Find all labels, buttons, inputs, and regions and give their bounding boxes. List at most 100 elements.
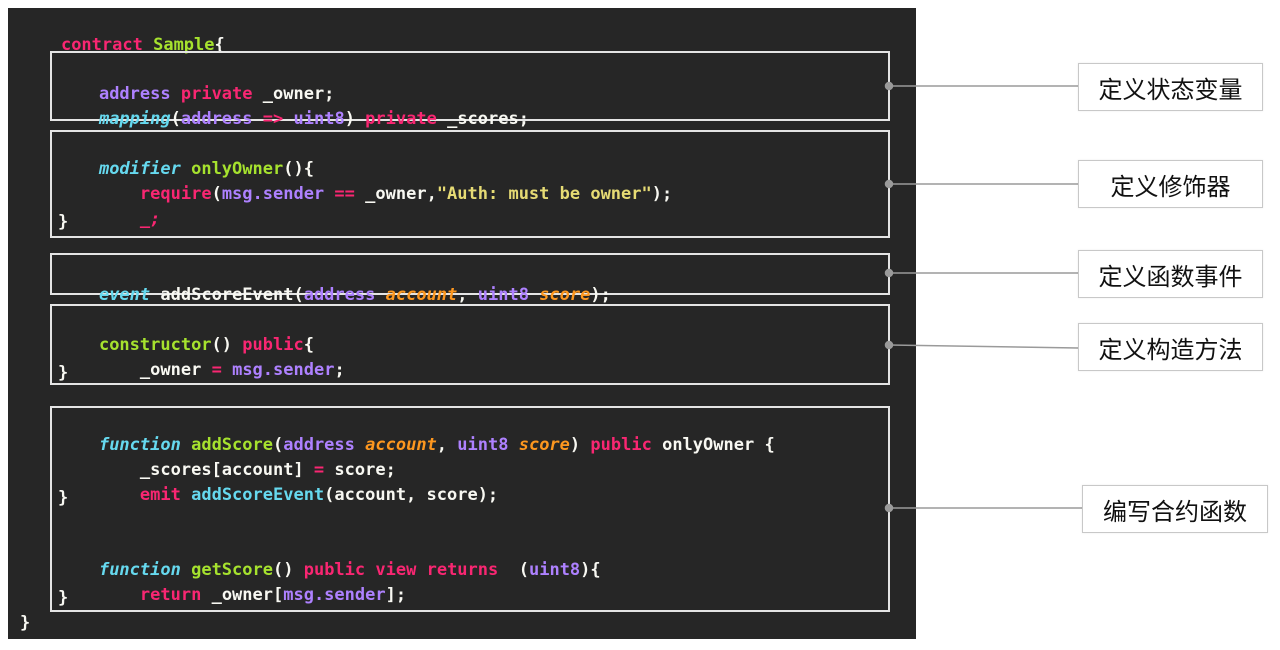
connector-constructor bbox=[888, 344, 1079, 349]
param-account: account bbox=[365, 435, 437, 455]
code-line-owner-assign: _owner = msg.sender; bbox=[58, 337, 345, 403]
keyword-function: function bbox=[98, 560, 181, 580]
paren: ( bbox=[518, 560, 529, 580]
msg-sender: msg.sender bbox=[283, 585, 386, 605]
string-literal: "Auth: must be owner" bbox=[436, 184, 652, 204]
paren: () bbox=[211, 335, 233, 355]
modifier-name: onlyOwner bbox=[191, 159, 284, 179]
label-state-vars: 定义状态变量 bbox=[1078, 63, 1263, 111]
operator-arrow: => bbox=[262, 109, 284, 129]
keyword-private: private bbox=[180, 84, 253, 104]
paren: ( bbox=[211, 184, 222, 204]
connector-dot bbox=[884, 503, 894, 513]
keyword-returns: returns bbox=[426, 560, 499, 580]
param-score: score bbox=[539, 285, 591, 305]
code-line-event: event addScoreEvent(address account, uin… bbox=[58, 262, 611, 328]
keyword-require: require bbox=[139, 184, 212, 204]
operator-assign: = bbox=[313, 460, 325, 480]
function-name: getScore bbox=[191, 560, 273, 580]
code-line-owner-decl: address private _owner; bbox=[58, 61, 334, 127]
paren: ( bbox=[170, 109, 181, 129]
code-line-brace-close: } bbox=[58, 588, 69, 608]
connector-dot bbox=[884, 81, 894, 91]
semicolon: ; bbox=[334, 360, 345, 380]
keyword-function: function bbox=[98, 435, 181, 455]
label-functions: 编写合约函数 bbox=[1082, 485, 1268, 533]
operator-assign: = bbox=[211, 360, 222, 380]
type-uint8: uint8 bbox=[477, 285, 529, 305]
keyword-constructor: constructor bbox=[98, 335, 212, 355]
code-line-brace-close: } bbox=[58, 212, 69, 232]
connector-dot bbox=[884, 340, 894, 350]
paren: ) bbox=[344, 109, 366, 129]
paren: () bbox=[272, 560, 294, 580]
type-address: address bbox=[180, 109, 253, 129]
code-line-brace-close: } bbox=[58, 363, 69, 383]
paren-brace: (){ bbox=[283, 159, 314, 179]
label-modifier: 定义修饰器 bbox=[1078, 160, 1263, 208]
code-line-modifier-decl: modifier onlyOwner(){ bbox=[58, 136, 314, 202]
identifier-owner: _owner; bbox=[262, 84, 335, 104]
type-uint8: uint8 bbox=[528, 560, 581, 580]
keyword-event: event bbox=[98, 285, 151, 305]
contract-name: Sample bbox=[153, 35, 215, 55]
code-line-scores-decl: mapping(address => uint8) private _score… bbox=[58, 86, 529, 152]
identifier-owner: _owner, bbox=[365, 184, 437, 204]
identifier-owner: _owner bbox=[139, 360, 202, 380]
msg-sender: msg.sender bbox=[221, 184, 325, 204]
code-line-placeholder: _; bbox=[58, 186, 160, 252]
code-line-emit: emit addScoreEvent(account, score); bbox=[58, 462, 498, 528]
param-score: score bbox=[518, 435, 570, 455]
keyword-modifier: modifier bbox=[98, 159, 181, 179]
event-name: addScoreEvent bbox=[160, 285, 294, 305]
identifier-owner-index: _owner[ bbox=[211, 585, 284, 605]
keyword-mapping: mapping bbox=[98, 109, 171, 129]
function-name: addScore bbox=[191, 435, 273, 455]
type-address: address bbox=[283, 435, 355, 455]
code-line-addscore-decl: function addScore(address account, uint8… bbox=[58, 412, 775, 478]
identifier-scores-index: _scores[account] bbox=[139, 460, 304, 480]
keyword-public: public bbox=[303, 560, 366, 580]
code-line-scores-assign: _scores[account] = score; bbox=[58, 437, 396, 503]
operator-equals: == bbox=[334, 184, 355, 204]
paren: ( bbox=[272, 435, 284, 455]
type-uint8: uint8 bbox=[457, 435, 509, 455]
paren-brace: ){ bbox=[580, 560, 601, 580]
paren: ( bbox=[293, 285, 304, 305]
keyword-private: private bbox=[365, 109, 437, 129]
label-constructor: 定义构造方法 bbox=[1078, 323, 1263, 371]
bracket-semicolon: ]; bbox=[385, 585, 407, 605]
modifier-placeholder: _; bbox=[139, 209, 161, 229]
connector-dot bbox=[884, 268, 894, 278]
paren-semicolon: ); bbox=[651, 184, 673, 204]
connector-dot bbox=[884, 179, 894, 189]
keyword-public: public bbox=[242, 335, 304, 355]
code-line-return: return _owner[msg.sender]; bbox=[58, 562, 406, 628]
type-address: address bbox=[303, 285, 376, 305]
comma: , bbox=[457, 285, 478, 305]
code-line-require: require(msg.sender == _owner,"Auth: must… bbox=[58, 161, 672, 227]
keyword-public: public bbox=[590, 435, 652, 455]
event-args: (account, score); bbox=[324, 485, 499, 505]
event-call: addScoreEvent bbox=[191, 485, 325, 505]
keyword-view: view bbox=[375, 560, 417, 580]
paren-semicolon: ); bbox=[590, 285, 611, 305]
identifier-scores: _scores; bbox=[447, 109, 529, 129]
brace-open: { bbox=[303, 335, 314, 355]
comma: , bbox=[436, 435, 458, 455]
identifier-score: score; bbox=[334, 460, 396, 480]
brace-open: { bbox=[754, 435, 775, 455]
code-line-contract-close: } bbox=[20, 613, 31, 633]
code-line-constructor-decl: constructor() public{ bbox=[58, 312, 314, 378]
keyword-emit: emit bbox=[139, 485, 181, 505]
keyword-return: return bbox=[139, 585, 202, 605]
code-panel: contract Sample{ address private _owner;… bbox=[8, 8, 916, 639]
paren: ) bbox=[569, 435, 581, 455]
code-line-brace-close: } bbox=[58, 488, 69, 508]
code-line-getscore-decl: function getScore() public view returns … bbox=[58, 537, 601, 603]
param-account: account bbox=[385, 285, 458, 305]
code-line-contract: contract Sample{ bbox=[20, 12, 225, 78]
brace-open: { bbox=[214, 35, 225, 55]
type-uint8: uint8 bbox=[293, 109, 345, 129]
